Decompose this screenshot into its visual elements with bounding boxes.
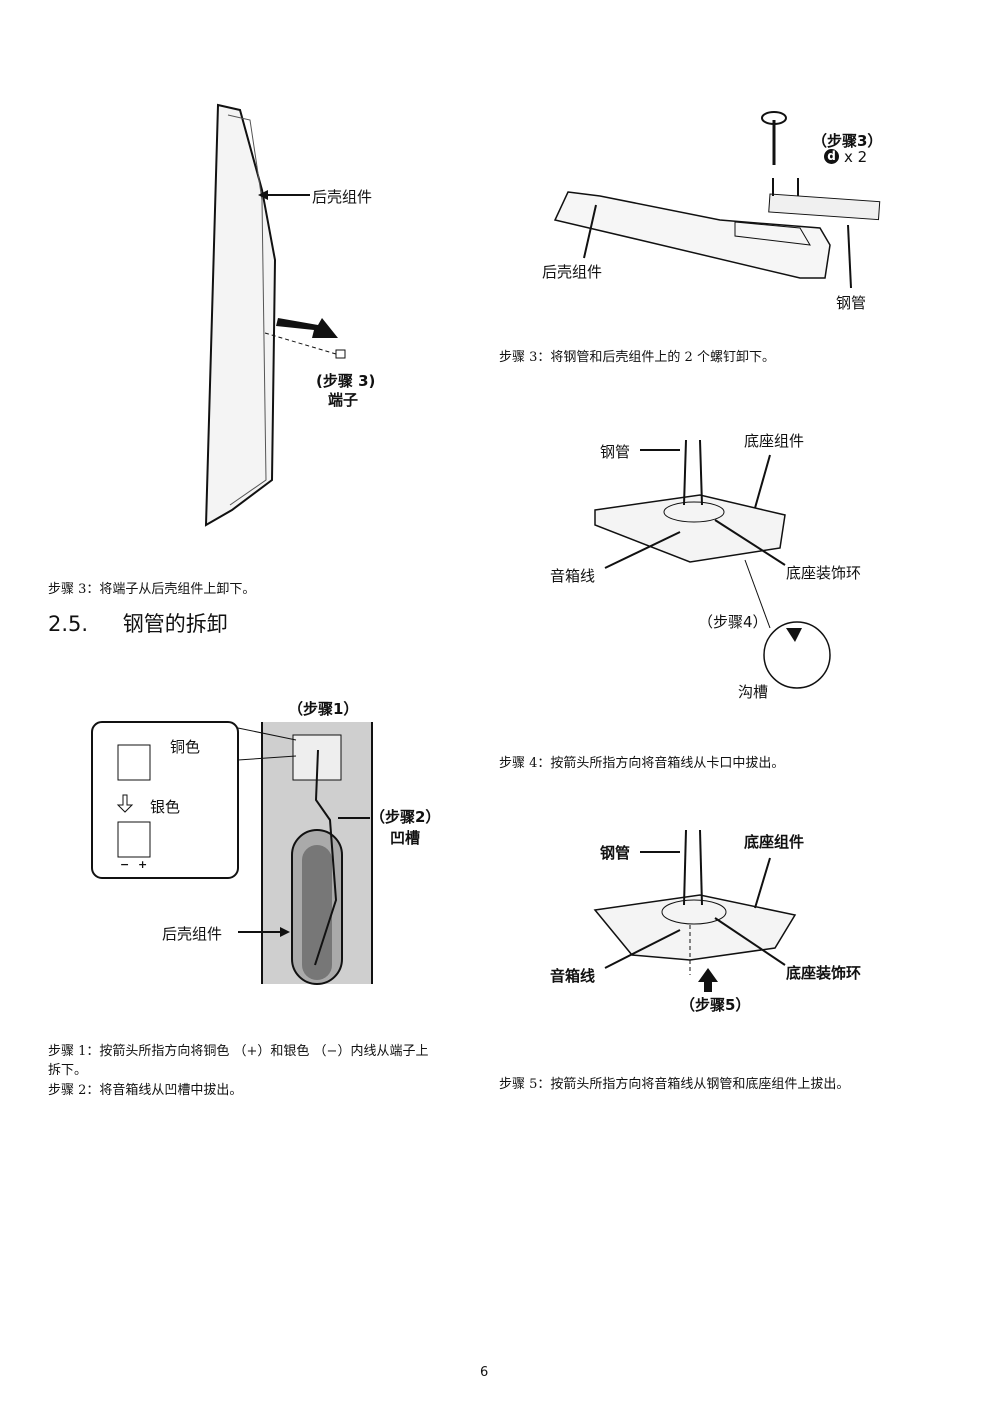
section-title: 钢管的拆卸 [122, 612, 228, 636]
caption-step3-screws: 步骤 3：将钢管和后壳组件上的 2 个螺钉卸下。 [499, 350, 775, 365]
label-pipe-3: 钢管 [836, 294, 867, 312]
label-minus: − [120, 858, 130, 871]
label-cable-5: 音箱线 [550, 967, 596, 985]
page-number: 6 [480, 1365, 489, 1380]
label-slot: 沟槽 [738, 683, 769, 701]
label-pipe-4: 钢管 [600, 443, 631, 461]
label-screw-count: x 2 [844, 148, 868, 166]
label-terminal: 端子 [328, 391, 359, 409]
label-step3: (步骤 3) [316, 372, 376, 390]
caption-step1-a: 步骤 1：按箭头所指方向将铜色 （+）和银色 （−）内线从端子上 [48, 1044, 429, 1059]
label-base-4: 底座组件 [744, 432, 805, 450]
label-step4: （步骤4） [698, 613, 768, 631]
section-heading: 2.5. 钢管的拆卸 [48, 608, 228, 638]
label-back-shell-2: 后壳组件 [162, 925, 223, 943]
caption-step5: 步骤 5：按箭头所指方向将音箱线从钢管和底座组件上拔出。 [499, 1077, 850, 1092]
screw-d-icon: d [824, 149, 839, 164]
caption-step1-b: 拆下。 [48, 1063, 88, 1078]
label-ring-4: 底座装饰环 [786, 564, 862, 582]
label-silver: 银色 [150, 798, 181, 816]
label-base-5: 底座组件 [744, 833, 805, 851]
label-step2: （步骤2） [370, 808, 441, 826]
label-pipe-5: 钢管 [600, 844, 631, 862]
caption-step2: 步骤 2：将音箱线从凹槽中拔出。 [48, 1083, 243, 1098]
label-back-shell: 后壳组件 [312, 188, 373, 206]
label-cable-4: 音箱线 [550, 567, 596, 585]
label-step1: （步骤1） [288, 700, 359, 718]
label-step3-screws: （步骤3） [812, 132, 883, 150]
section-number: 2.5. [48, 612, 89, 636]
label-groove: 凹槽 [390, 829, 421, 847]
caption-step4: 步骤 4：按箭头所指方向将音箱线从卡口中拔出。 [499, 756, 785, 771]
label-back-shell-3: 后壳组件 [542, 263, 603, 281]
caption-step3-terminal: 步骤 3：将端子从后壳组件上卸下。 [48, 582, 256, 597]
label-step5: （步骤5） [680, 996, 751, 1014]
label-copper: 铜色 [170, 738, 201, 756]
label-ring-5: 底座装饰环 [786, 964, 862, 982]
label-plus: + [138, 858, 148, 871]
